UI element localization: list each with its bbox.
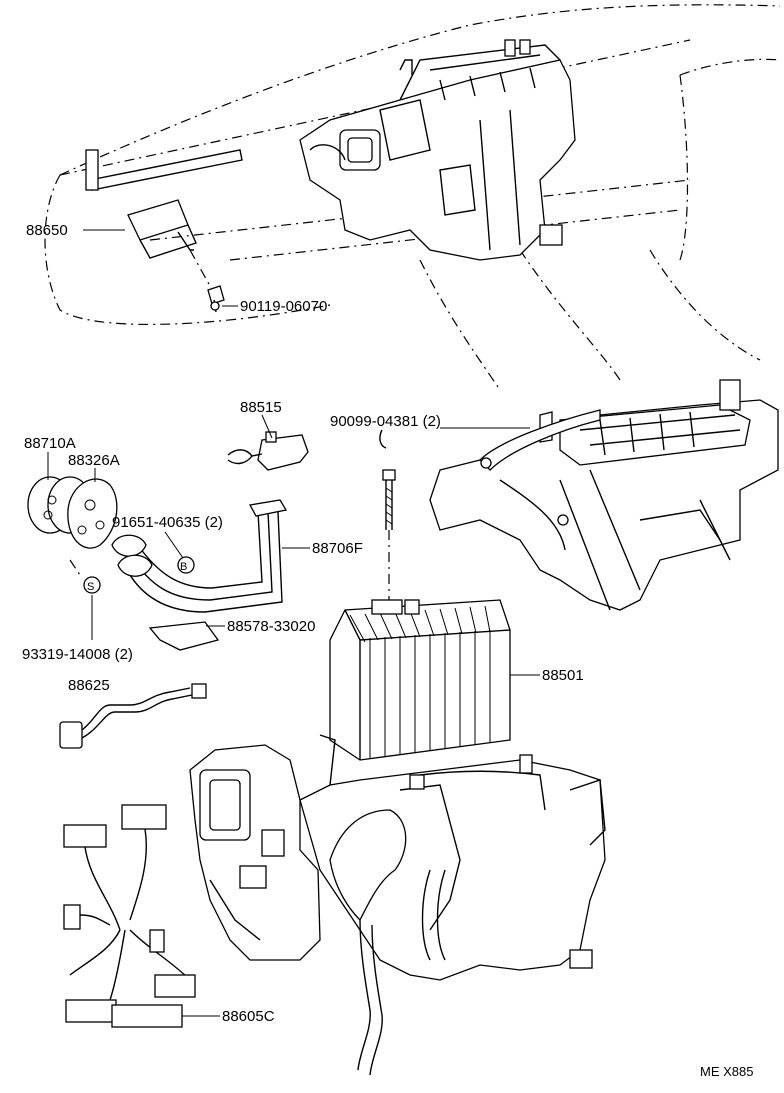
label-88650: 88650 bbox=[26, 222, 68, 239]
label-88710A: 88710A bbox=[24, 435, 76, 452]
mark-s-circle: S bbox=[83, 576, 101, 594]
label-90119-06070: 90119-06070 bbox=[240, 298, 327, 315]
diagram-code: ME X885 bbox=[700, 1064, 753, 1079]
pressure-switch-88515 bbox=[227, 431, 309, 471]
evaporator-core-88501 bbox=[329, 599, 511, 761]
wire-harness-88605C bbox=[63, 804, 196, 1028]
label-88326A: 88326A bbox=[68, 452, 120, 469]
leader-lines bbox=[47, 229, 540, 1017]
dashboard-outline bbox=[44, 4, 781, 391]
pad-88578 bbox=[148, 621, 220, 651]
thermistor-88625 bbox=[59, 683, 207, 749]
screw-90099 bbox=[379, 429, 396, 600]
label-88706F: 88706F bbox=[312, 540, 363, 557]
mark-s: S bbox=[87, 581, 94, 593]
mark-b-circle: B bbox=[177, 556, 195, 574]
label-91651-40635: 91651-40635 (2) bbox=[112, 514, 223, 531]
bolt-90119 bbox=[207, 285, 225, 313]
label-88578-33020: 88578-33020 bbox=[227, 618, 315, 635]
dash-duct-assembly bbox=[85, 39, 576, 261]
label-88501: 88501 bbox=[542, 667, 584, 684]
label-90099-04381: 90099-04381 (2) bbox=[330, 413, 441, 430]
label-88605C: 88605C bbox=[222, 1008, 275, 1025]
main-cooling-unit bbox=[189, 734, 606, 1076]
label-93319-14008: 93319-14008 (2) bbox=[22, 646, 133, 663]
upper-heater-housing bbox=[429, 379, 779, 611]
label-88515: 88515 bbox=[240, 399, 282, 416]
pipe-88706F bbox=[111, 499, 288, 613]
mark-b: B bbox=[180, 561, 187, 573]
clutch-plate-88326A bbox=[67, 478, 118, 549]
control-module-88650 bbox=[127, 199, 197, 259]
label-88625: 88625 bbox=[68, 677, 110, 694]
